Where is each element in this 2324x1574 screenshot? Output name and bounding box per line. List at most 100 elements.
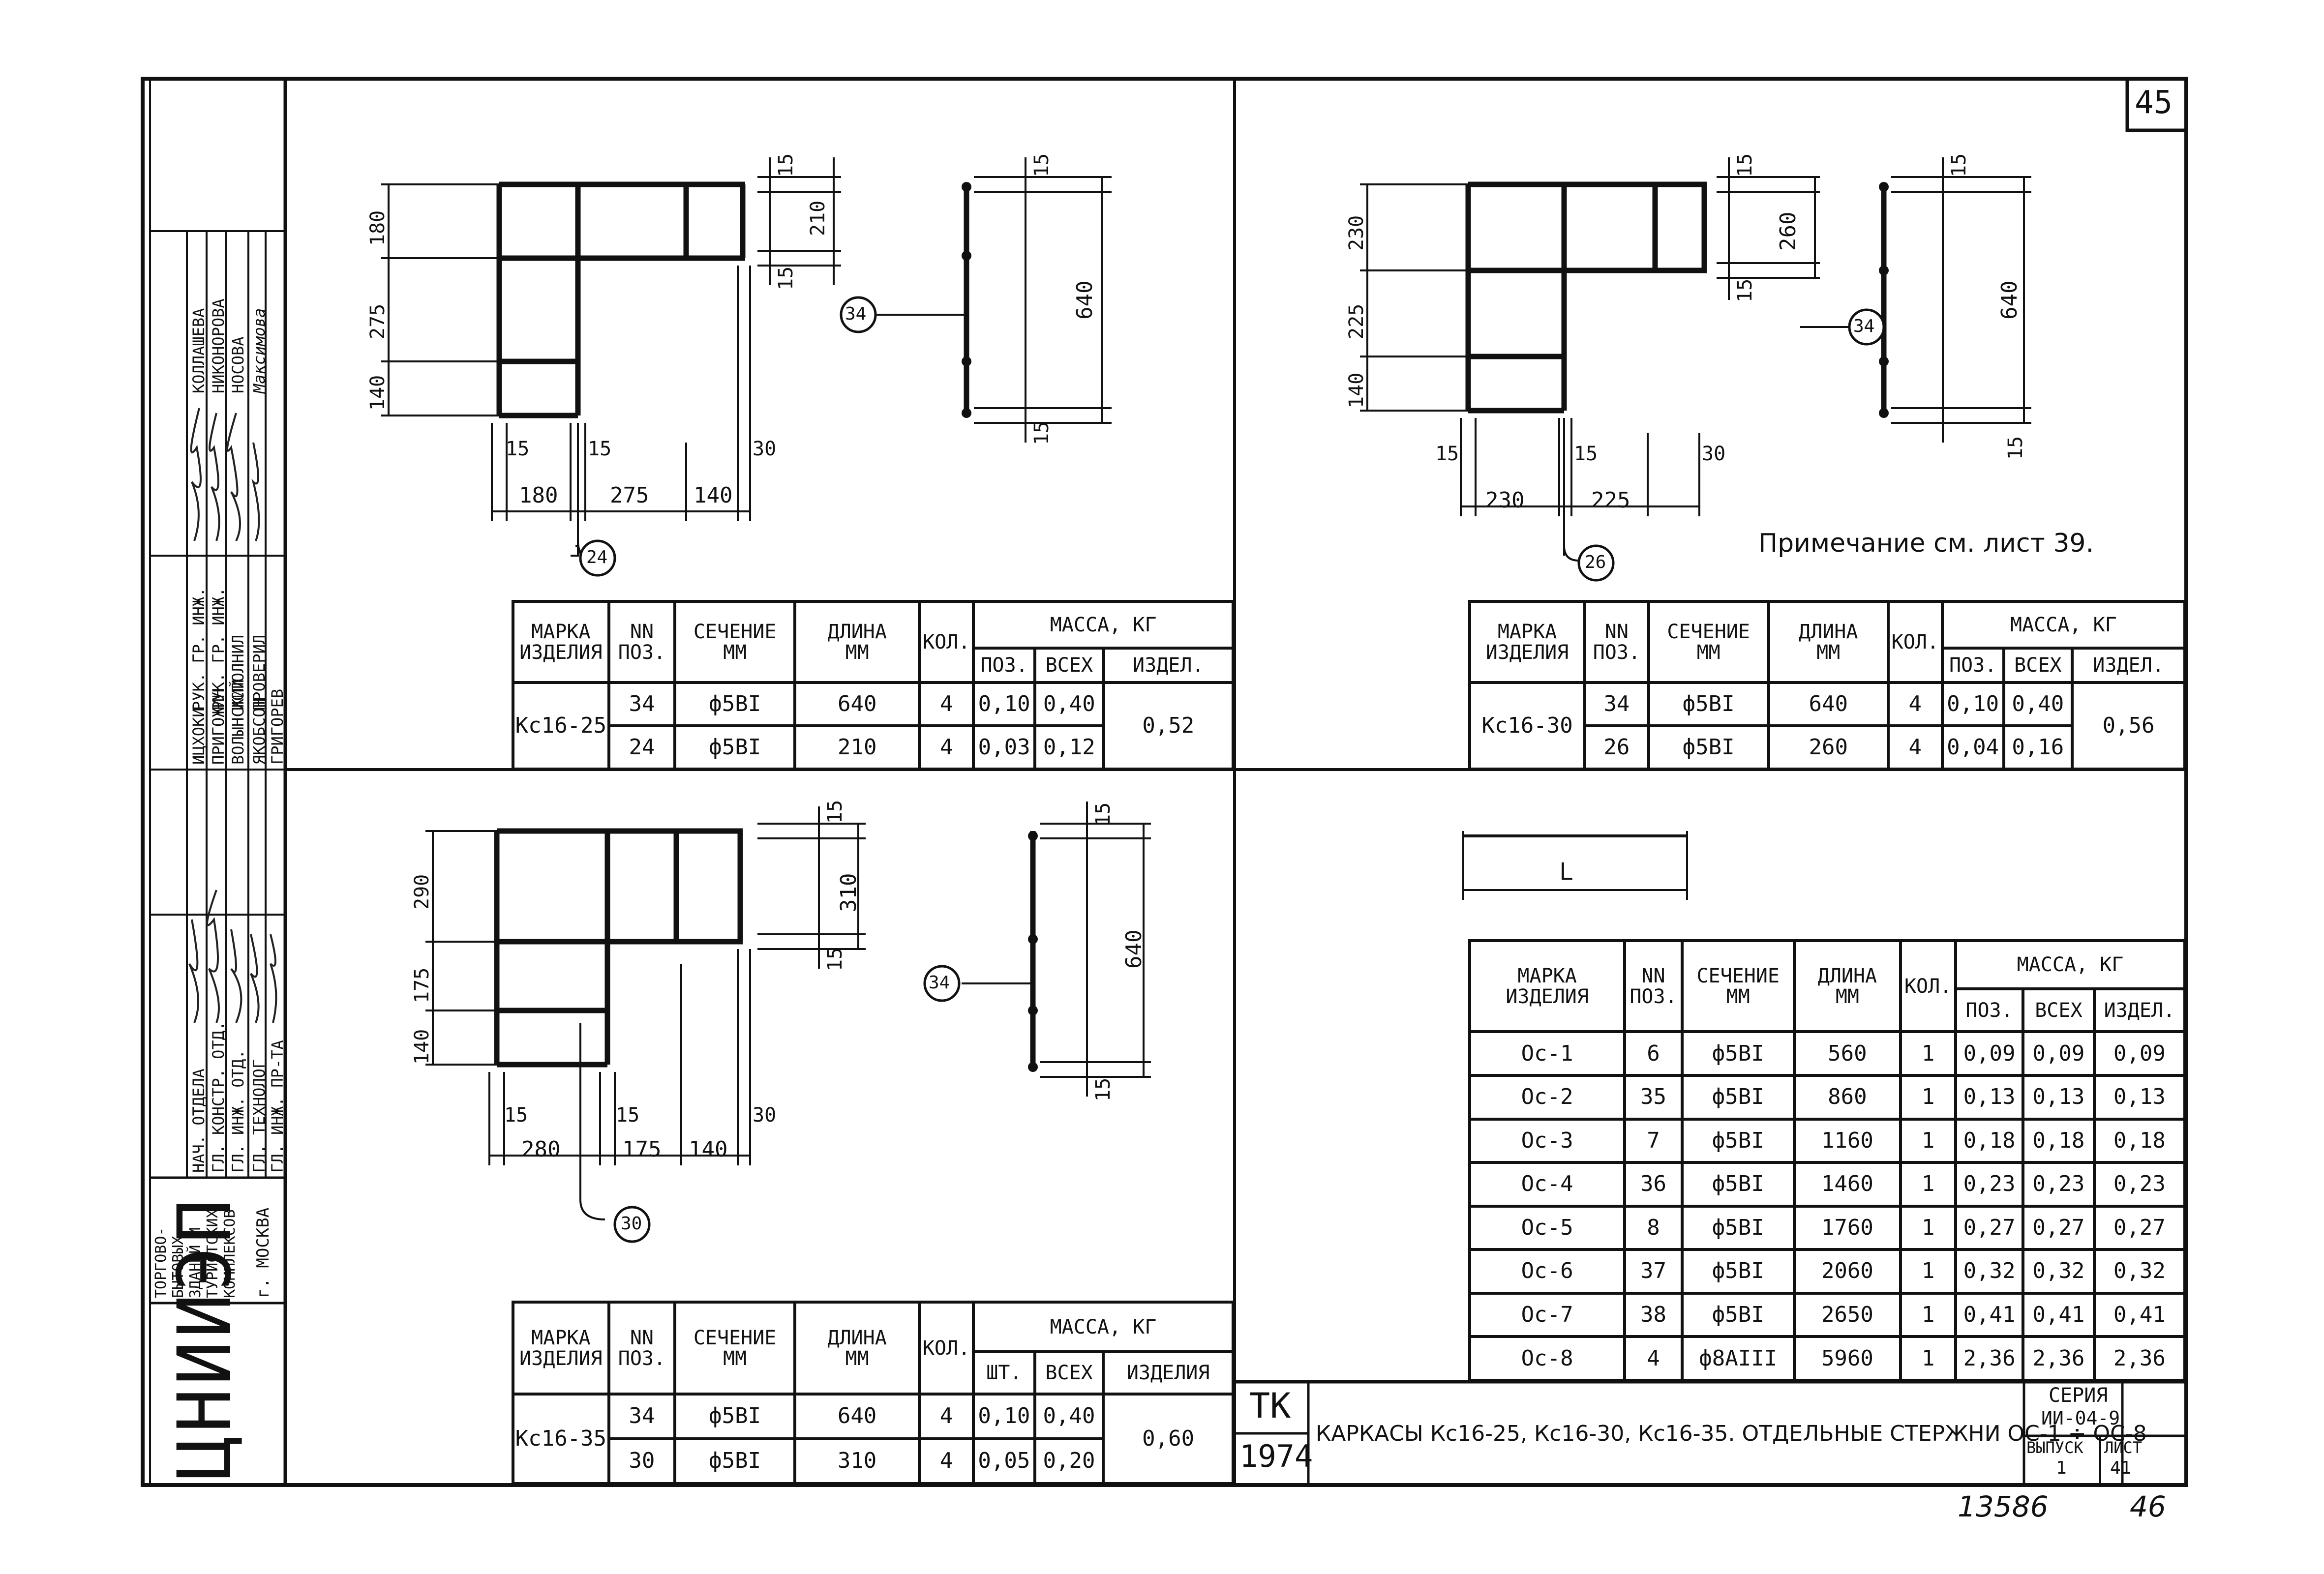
sheet-label: ЛИСТ — [2104, 1438, 2143, 1457]
drawing-title: КАРКАСЫ Кс16-25, Кс16-30, Кс16-35. ОТДЕЛ… — [1316, 1421, 2147, 1446]
cell-mark: Кс16-30 — [1468, 681, 1587, 771]
frame-kc25 — [381, 157, 1112, 557]
table-cell: ф8АIII — [1680, 1335, 1796, 1382]
dim-label: 230 — [1485, 488, 1525, 513]
table-cell: 2,36 — [2022, 1335, 2096, 1382]
hdr-qty: КОЛ. — [918, 600, 975, 684]
table-cell: 4 — [1886, 724, 1944, 771]
header-line: ИЗДЕЛИЯ — [519, 1347, 603, 1370]
dim-label: 175 — [622, 1137, 662, 1162]
table-cell: 1160 — [1792, 1117, 1902, 1164]
hdr-mass-pos: ПОЗ. — [972, 647, 1036, 684]
table-cell: 4 — [918, 1393, 975, 1440]
table-cell: 2,36 — [1954, 1335, 2025, 1382]
header-line: ДЛИНА — [827, 620, 887, 643]
oc-dimension — [1462, 831, 1688, 900]
header-line: СЕЧЕНИЕ — [1667, 620, 1750, 643]
cell-mark: Кс16-35 — [512, 1393, 610, 1485]
note-text: Примечание см. лист 39. — [1758, 529, 2094, 558]
dim-label: 15 — [588, 438, 612, 460]
table-cell: ф5ВI — [1680, 1248, 1796, 1295]
table-cell: 1 — [1899, 1204, 1958, 1251]
table-cell: 4 — [1623, 1335, 1684, 1382]
table-cell: 1 — [1899, 1117, 1958, 1164]
table-cell: 0,20 — [1033, 1437, 1105, 1485]
table-cell: ВСЕХ — [2002, 647, 2074, 684]
table-cell: 0,18 — [2022, 1117, 2096, 1164]
header-line: МАРКА — [1517, 964, 1577, 987]
table-cell: 0,13 — [2092, 1073, 2187, 1121]
table-cell: ф5ВI — [1680, 1117, 1796, 1164]
dim-label: 15 — [1435, 443, 1459, 465]
hdr-mass: МАССА, КГ — [972, 600, 1235, 650]
table-cell: 0,09 — [2092, 1030, 2187, 1077]
table-cell: 0,40 — [1033, 1393, 1105, 1440]
series-value: ИИ-04-9 — [2041, 1407, 2120, 1429]
table-cell: ШТ. — [971, 1350, 1036, 1396]
table-cell: 2,36 — [2092, 1335, 2187, 1382]
cell: 0,10 — [972, 681, 1036, 727]
table-cell: 0,05 — [971, 1437, 1036, 1485]
header-line: ИЗДЕЛИЯ — [519, 641, 603, 664]
table-cell: КОЛ. — [1899, 939, 1958, 1034]
table-cell: 0,10 — [971, 1393, 1036, 1440]
table-cell: Ос-1 — [1468, 1030, 1627, 1077]
table-cell: ф5ВI — [1680, 1204, 1796, 1251]
header-line: ДЛИНА — [827, 1326, 887, 1349]
cell-mark: Кс16-25 — [512, 681, 610, 771]
table-cell: 0,10 — [1940, 681, 2005, 727]
table-cell: ВСЕХ — [1033, 1350, 1105, 1396]
table-cell: 0,04 — [1940, 724, 2005, 771]
header-line: МАРКА — [531, 1326, 591, 1349]
table-cell: 0,32 — [2022, 1248, 2096, 1295]
sheet-border — [141, 77, 2188, 1487]
header-line: NN — [1604, 620, 1629, 643]
table-cell: 0,27 — [1954, 1204, 2025, 1251]
header-line: ДЛИНА — [1799, 620, 1858, 643]
table-cell: 4 — [918, 1437, 975, 1485]
table-cell: 0,27 — [2092, 1204, 2187, 1251]
header-line: ММ — [1835, 985, 1859, 1008]
cell: 4 — [918, 681, 975, 727]
table-cell: 0,27 — [2022, 1204, 2096, 1251]
header-line: ДЛИНА — [1817, 964, 1877, 987]
header-line: СЕЧЕНИЕ — [693, 1326, 777, 1349]
pos-label-26: 26 — [1585, 552, 1606, 572]
dim-label: 225 — [1591, 488, 1630, 513]
table-cell: ф5ВI — [1680, 1030, 1796, 1077]
header-line: ПОЗ. — [1593, 641, 1641, 664]
table-cell: ф5ВI — [1647, 724, 1770, 771]
table-cell: 1 — [1899, 1030, 1958, 1077]
header-line: ММ — [723, 1347, 747, 1370]
table-cell: 640 — [1767, 681, 1890, 727]
cell-total: 0,52 — [1102, 681, 1235, 771]
header-line: СЕЧЕНИЕ — [1696, 964, 1780, 987]
table-cell: 36 — [1623, 1161, 1684, 1208]
table-cell: 0,13 — [2022, 1073, 2096, 1121]
table-cell: ф5ВI — [1647, 681, 1770, 727]
table-cell: 30 — [607, 1437, 677, 1485]
table-cell: 0,18 — [2092, 1117, 2187, 1164]
table-cell: Ос-4 — [1468, 1161, 1627, 1208]
header-line: ММ — [845, 641, 869, 664]
pos-circle-24 — [579, 539, 616, 577]
table-cell: 260 — [1767, 724, 1890, 771]
table-cell: 1460 — [1792, 1161, 1902, 1208]
table-cell: Ос-5 — [1468, 1204, 1627, 1251]
pos-circle-26 — [1577, 544, 1615, 582]
issue-label: ВЫПУСК — [2026, 1438, 2083, 1457]
sheet-number-box — [2125, 77, 2188, 132]
table-cell: 26 — [1583, 724, 1650, 771]
table-cell: 2650 — [1792, 1291, 1902, 1338]
table-cell: 0,09 — [1954, 1030, 2025, 1077]
table-cell: Ос-6 — [1468, 1248, 1627, 1295]
